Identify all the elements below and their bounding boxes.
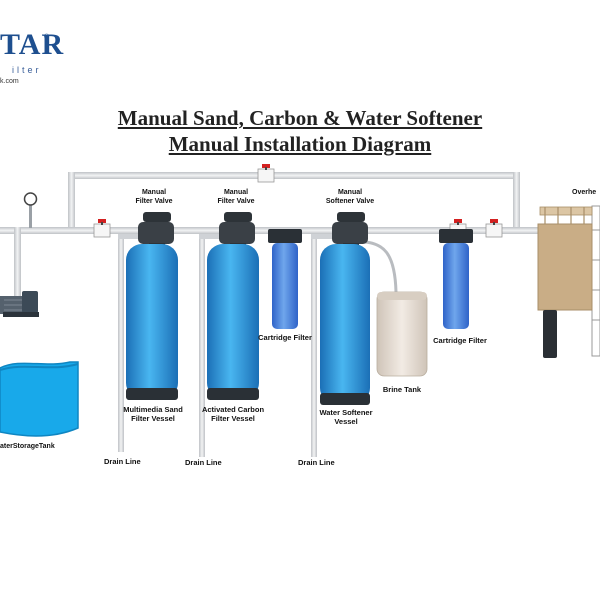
softener-vessel [320,244,370,405]
storage-tank-label: aterStorageTank [0,443,55,450]
sand-valve-label-2: Filter Valve [136,198,173,205]
softener-vessel-inlet [311,234,346,239]
water-pump [0,291,39,317]
carbon-vessel-inlet [199,234,229,239]
cartridge-filter-2-label: Cartridge Filter [433,336,487,345]
overhead-tank-label: Overhe [572,189,596,196]
softener-valve-label-2: Softener Valve [326,198,374,205]
carbon-valve-label-2: Filter Valve [218,198,255,205]
bypass-pipe-right [513,172,520,232]
ball-valve-bypass [257,164,275,183]
carbon-valve-label-1: Manual [224,189,248,196]
sand-vessel-label-2: Filter Vessel [131,414,175,423]
carbon-vessel-label-1: Activated Carbon [202,405,265,414]
softener-vessel-label-2: Vessel [334,417,357,426]
component-labels: Manual Filter Valve Manual Filter Valve … [104,189,596,467]
cartridge-filter-2 [439,229,473,329]
drain-pipe-3 [311,237,317,457]
softener-vessel-label-1: Water Softener [319,408,372,417]
overhead-tank [537,205,600,358]
sand-valve-label-1: Manual [142,189,166,196]
logo-registered-mark: ® [44,34,50,41]
brand-logo: TAR ® ilter k.com [0,30,80,90]
control-valve-softener [332,212,368,248]
ball-valve-outlet-2 [485,219,503,238]
water-storage-tank: aterStorageTank [0,361,79,450]
bypass-pipe-top [68,172,520,179]
diagram-title-line-2: Manual Installation Diagram [168,132,432,156]
gauge-icon [23,192,38,206]
cartridge-filter-1-label: Cartridge Filter [258,333,312,342]
logo-subtitle: ilter [12,65,42,75]
carbon-vessel-label-2: Filter Vessel [211,414,255,423]
control-valve-carbon [219,212,255,248]
drain-line-3-label: Drain Line [298,458,335,467]
sand-filter-vessel [126,244,178,400]
drain-pipe-2 [199,237,205,457]
sand-vessel-inlet [118,234,148,239]
control-valve-sand [138,212,174,248]
carbon-filter-vessel [207,244,259,400]
logo-text: TAR [0,28,65,61]
cartridge-filter-1 [268,229,302,329]
brine-tank [376,291,428,377]
drain-pipe-1 [118,237,124,452]
bypass-pipe-left [68,172,75,232]
ball-valve-inlet [93,219,111,238]
brine-tank-label: Brine Tank [383,385,422,394]
drain-line-2-label: Drain Line [185,458,222,467]
logo-url: k.com [0,78,19,85]
softener-valve-label-1: Manual [338,189,362,196]
diagram-title-line-1: Manual Sand, Carbon & Water Softener [117,106,483,130]
sand-vessel-label-1: Multimedia Sand [123,405,183,414]
pump-riser-pipe [14,227,21,302]
drain-line-1-label: Drain Line [104,457,141,466]
pressure-gauge [23,192,38,228]
